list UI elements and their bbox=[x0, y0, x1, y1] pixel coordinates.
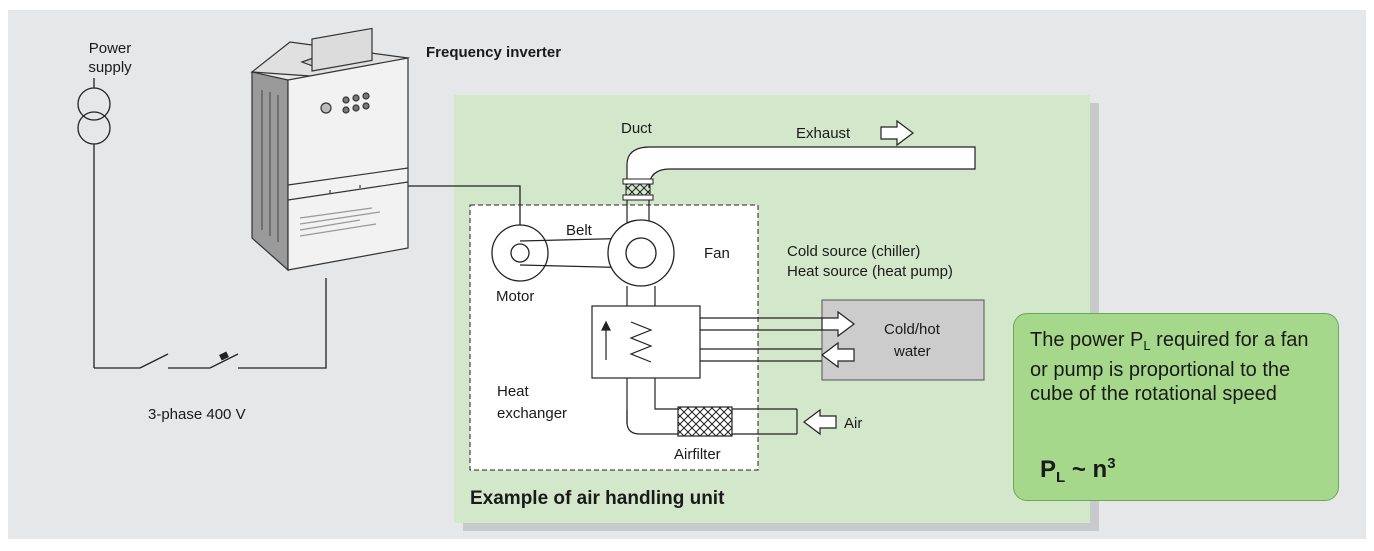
formula-exponent: 3 bbox=[1107, 455, 1116, 472]
airfilter-label: Airfilter bbox=[674, 446, 721, 463]
cold-source-box bbox=[821, 299, 985, 381]
airfilter-icon bbox=[677, 406, 733, 437]
power-note-text: The power PL required for a fan or pump … bbox=[1030, 328, 1330, 406]
power-supply-label: Power bbox=[89, 40, 132, 57]
heat-source-label: Heat source (heat pump) bbox=[787, 263, 953, 280]
duct bbox=[622, 146, 976, 223]
frequency-inverter-label: Frequency inverter bbox=[426, 44, 561, 61]
note-text-part2: required for a fan or pump is proportion… bbox=[1030, 329, 1309, 405]
formula-base: P bbox=[1040, 456, 1057, 483]
power-supply-label-2: supply bbox=[88, 59, 132, 76]
motor-icon bbox=[491, 224, 549, 282]
heat-exchanger-icon bbox=[591, 305, 701, 379]
power-formula: PL ~ n3 bbox=[1040, 455, 1116, 486]
water-out-arrow-icon bbox=[821, 310, 855, 338]
formula-subscript: L bbox=[1056, 469, 1066, 486]
formula-middle: ~ n bbox=[1065, 456, 1108, 483]
air-label: Air bbox=[844, 415, 862, 432]
exhaust-label: Exhaust bbox=[796, 125, 851, 142]
cold-hot-water-label: Cold/hot bbox=[884, 321, 941, 338]
switch-contact bbox=[219, 351, 229, 361]
motor-cable bbox=[392, 185, 521, 226]
cold-hot-water-label-2: water bbox=[893, 343, 931, 360]
frequency-inverter-device bbox=[250, 27, 410, 272]
exhaust-arrow-icon bbox=[880, 119, 914, 147]
air-in-arrow-icon bbox=[803, 408, 837, 436]
heat-exchanger-label-2: exchanger bbox=[497, 405, 567, 422]
motor-label: Motor bbox=[496, 288, 534, 305]
fan-label: Fan bbox=[704, 245, 730, 262]
water-in-arrow-icon bbox=[821, 341, 855, 369]
fan-icon bbox=[607, 219, 675, 287]
power-note-box bbox=[1013, 313, 1339, 501]
water-pipes bbox=[700, 317, 822, 362]
example-title: Example of air handling unit bbox=[470, 488, 725, 509]
note-text-part1: The power P bbox=[1030, 329, 1144, 351]
belt-label: Belt bbox=[566, 222, 593, 239]
duct-label: Duct bbox=[621, 120, 653, 137]
note-text-subscript: L bbox=[1143, 338, 1151, 353]
heat-exchanger-label: Heat bbox=[497, 383, 530, 400]
air-pipe bbox=[626, 286, 798, 435]
transformer-icon bbox=[77, 78, 111, 368]
cold-source-label: Cold source (chiller) bbox=[787, 243, 920, 260]
power-wiring bbox=[94, 278, 327, 369]
three-phase-label: 3-phase 400 V bbox=[148, 406, 246, 423]
